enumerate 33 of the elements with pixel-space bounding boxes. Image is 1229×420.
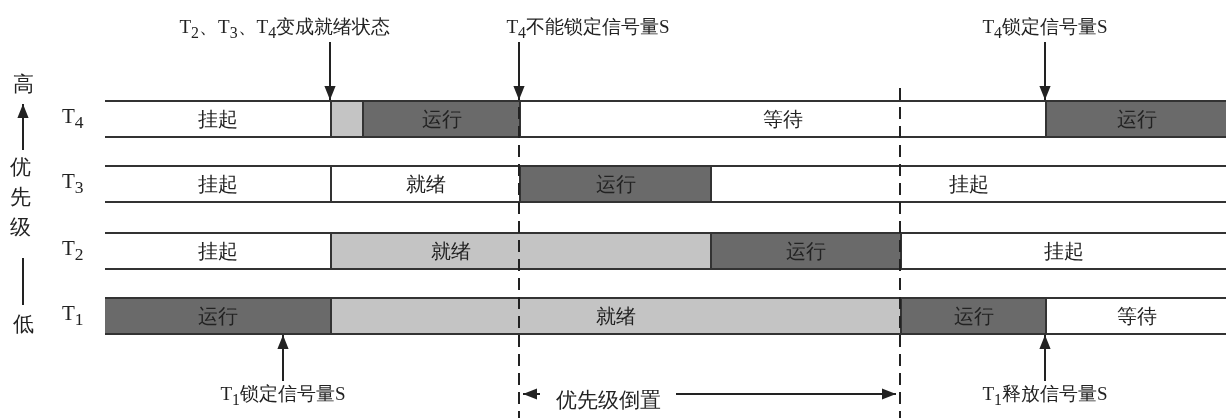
span-label: 优先级倒置 [555, 387, 661, 414]
state-bar-segment: 等待 [1045, 297, 1226, 335]
state-bar-segment: 挂起 [105, 232, 330, 270]
state-bar-segment: 挂起 [900, 232, 1226, 270]
arrow [324, 40, 336, 101]
arrow [277, 334, 289, 382]
state-bar-segment: 运行 [710, 232, 900, 270]
state-bar-segment: 运行 [105, 297, 330, 335]
axis-label: T$_{2}$ [62, 236, 84, 266]
state-bar-segment: 挂起 [105, 100, 330, 138]
state-bar-segment: 运行 [519, 165, 710, 203]
axis-label: T$_{1}$ [62, 301, 84, 331]
arrow [1039, 334, 1051, 382]
empty-bar-segment [330, 100, 362, 138]
state-bar-segment: 运行 [1045, 100, 1226, 138]
axis-label: 高 [13, 71, 34, 98]
state-bar-segment: 就绪 [330, 165, 519, 203]
state-bar-segment: 等待 [519, 100, 1045, 138]
axis-label: T$_{4}$ [62, 104, 84, 134]
axis-label: 低 [13, 311, 34, 338]
state-bar-segment: 运行 [900, 297, 1045, 335]
arrow [1039, 40, 1051, 101]
state-bar-segment: 挂起 [105, 165, 330, 203]
state-bar-segment: 挂起 [710, 165, 1226, 203]
annotation-text: T$_{4}$锁定信号量S [982, 14, 1108, 42]
axis-title: 优先级 [10, 154, 32, 241]
state-bar-segment: 运行 [362, 100, 519, 138]
annotation-text: T$_{4}$不能锁定信号量S [506, 14, 670, 42]
annotation-text: T$_{2}$、T$_{3}$、T$_{4}$变成就绪状态 [179, 14, 391, 42]
state-bar-segment: 就绪 [330, 232, 710, 270]
axis-label: T$_{3}$ [62, 169, 84, 199]
state-bar-segment: 就绪 [330, 297, 900, 335]
arrow [513, 40, 525, 101]
